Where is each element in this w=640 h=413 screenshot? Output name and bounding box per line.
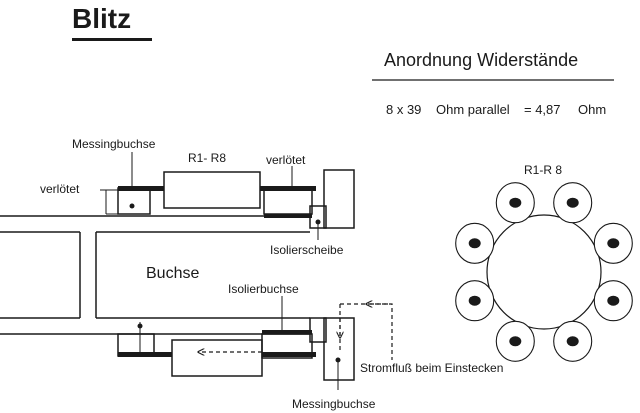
upper-right-housing xyxy=(263,187,313,215)
ring-resistor-lead xyxy=(607,295,620,306)
label-verloetet-left: verlötet xyxy=(40,182,80,196)
leaders xyxy=(100,152,339,390)
ring-label: R1-R 8 xyxy=(524,163,562,177)
solder-bars xyxy=(118,186,316,357)
current-flow-path xyxy=(198,304,393,360)
label-messingbuchse-bottom: Messingbuchse xyxy=(292,397,376,411)
label-resistor-top: R1- R8 xyxy=(188,151,226,165)
resistor-bottom xyxy=(171,339,263,377)
title-underline xyxy=(72,38,152,41)
formula-count: 8 x 39 xyxy=(386,102,421,117)
resistor-top xyxy=(163,171,261,209)
upper-left-housing xyxy=(117,187,151,215)
label-verloetet-right: verlötet xyxy=(266,153,306,167)
ring-resistor-lead xyxy=(468,238,481,249)
label-messingbuchse-top: Messingbuchse xyxy=(72,137,156,151)
label-buchse: Buchse xyxy=(146,265,199,282)
label-stromfluss: Stromfluß beim Einstecken xyxy=(360,361,503,375)
ring-center-circle xyxy=(486,214,602,330)
ring-resistor-lead xyxy=(566,336,579,347)
ring-resistor-lead xyxy=(509,197,522,208)
ring-resistor-lead xyxy=(607,238,620,249)
ring-resistor-lead xyxy=(566,197,579,208)
formula-unit1: Ohm parallel xyxy=(436,102,510,117)
title: Blitz xyxy=(72,3,131,34)
heading: Anordnung Widerstände xyxy=(384,50,578,70)
label-isolierscheibe: Isolierscheibe xyxy=(270,243,344,257)
ring-resistor-lead xyxy=(468,295,481,306)
ring-resistor-lead xyxy=(509,336,522,347)
formula-unit2: Ohm xyxy=(578,102,606,117)
leader-dots xyxy=(129,203,341,363)
label-isolierbuchse: Isolierbuchse xyxy=(228,282,299,296)
upper-end-cap xyxy=(323,169,355,229)
lower-end-cap xyxy=(323,317,355,381)
formula-equals: = 4,87 xyxy=(524,102,561,117)
resistor-ring xyxy=(455,182,633,362)
